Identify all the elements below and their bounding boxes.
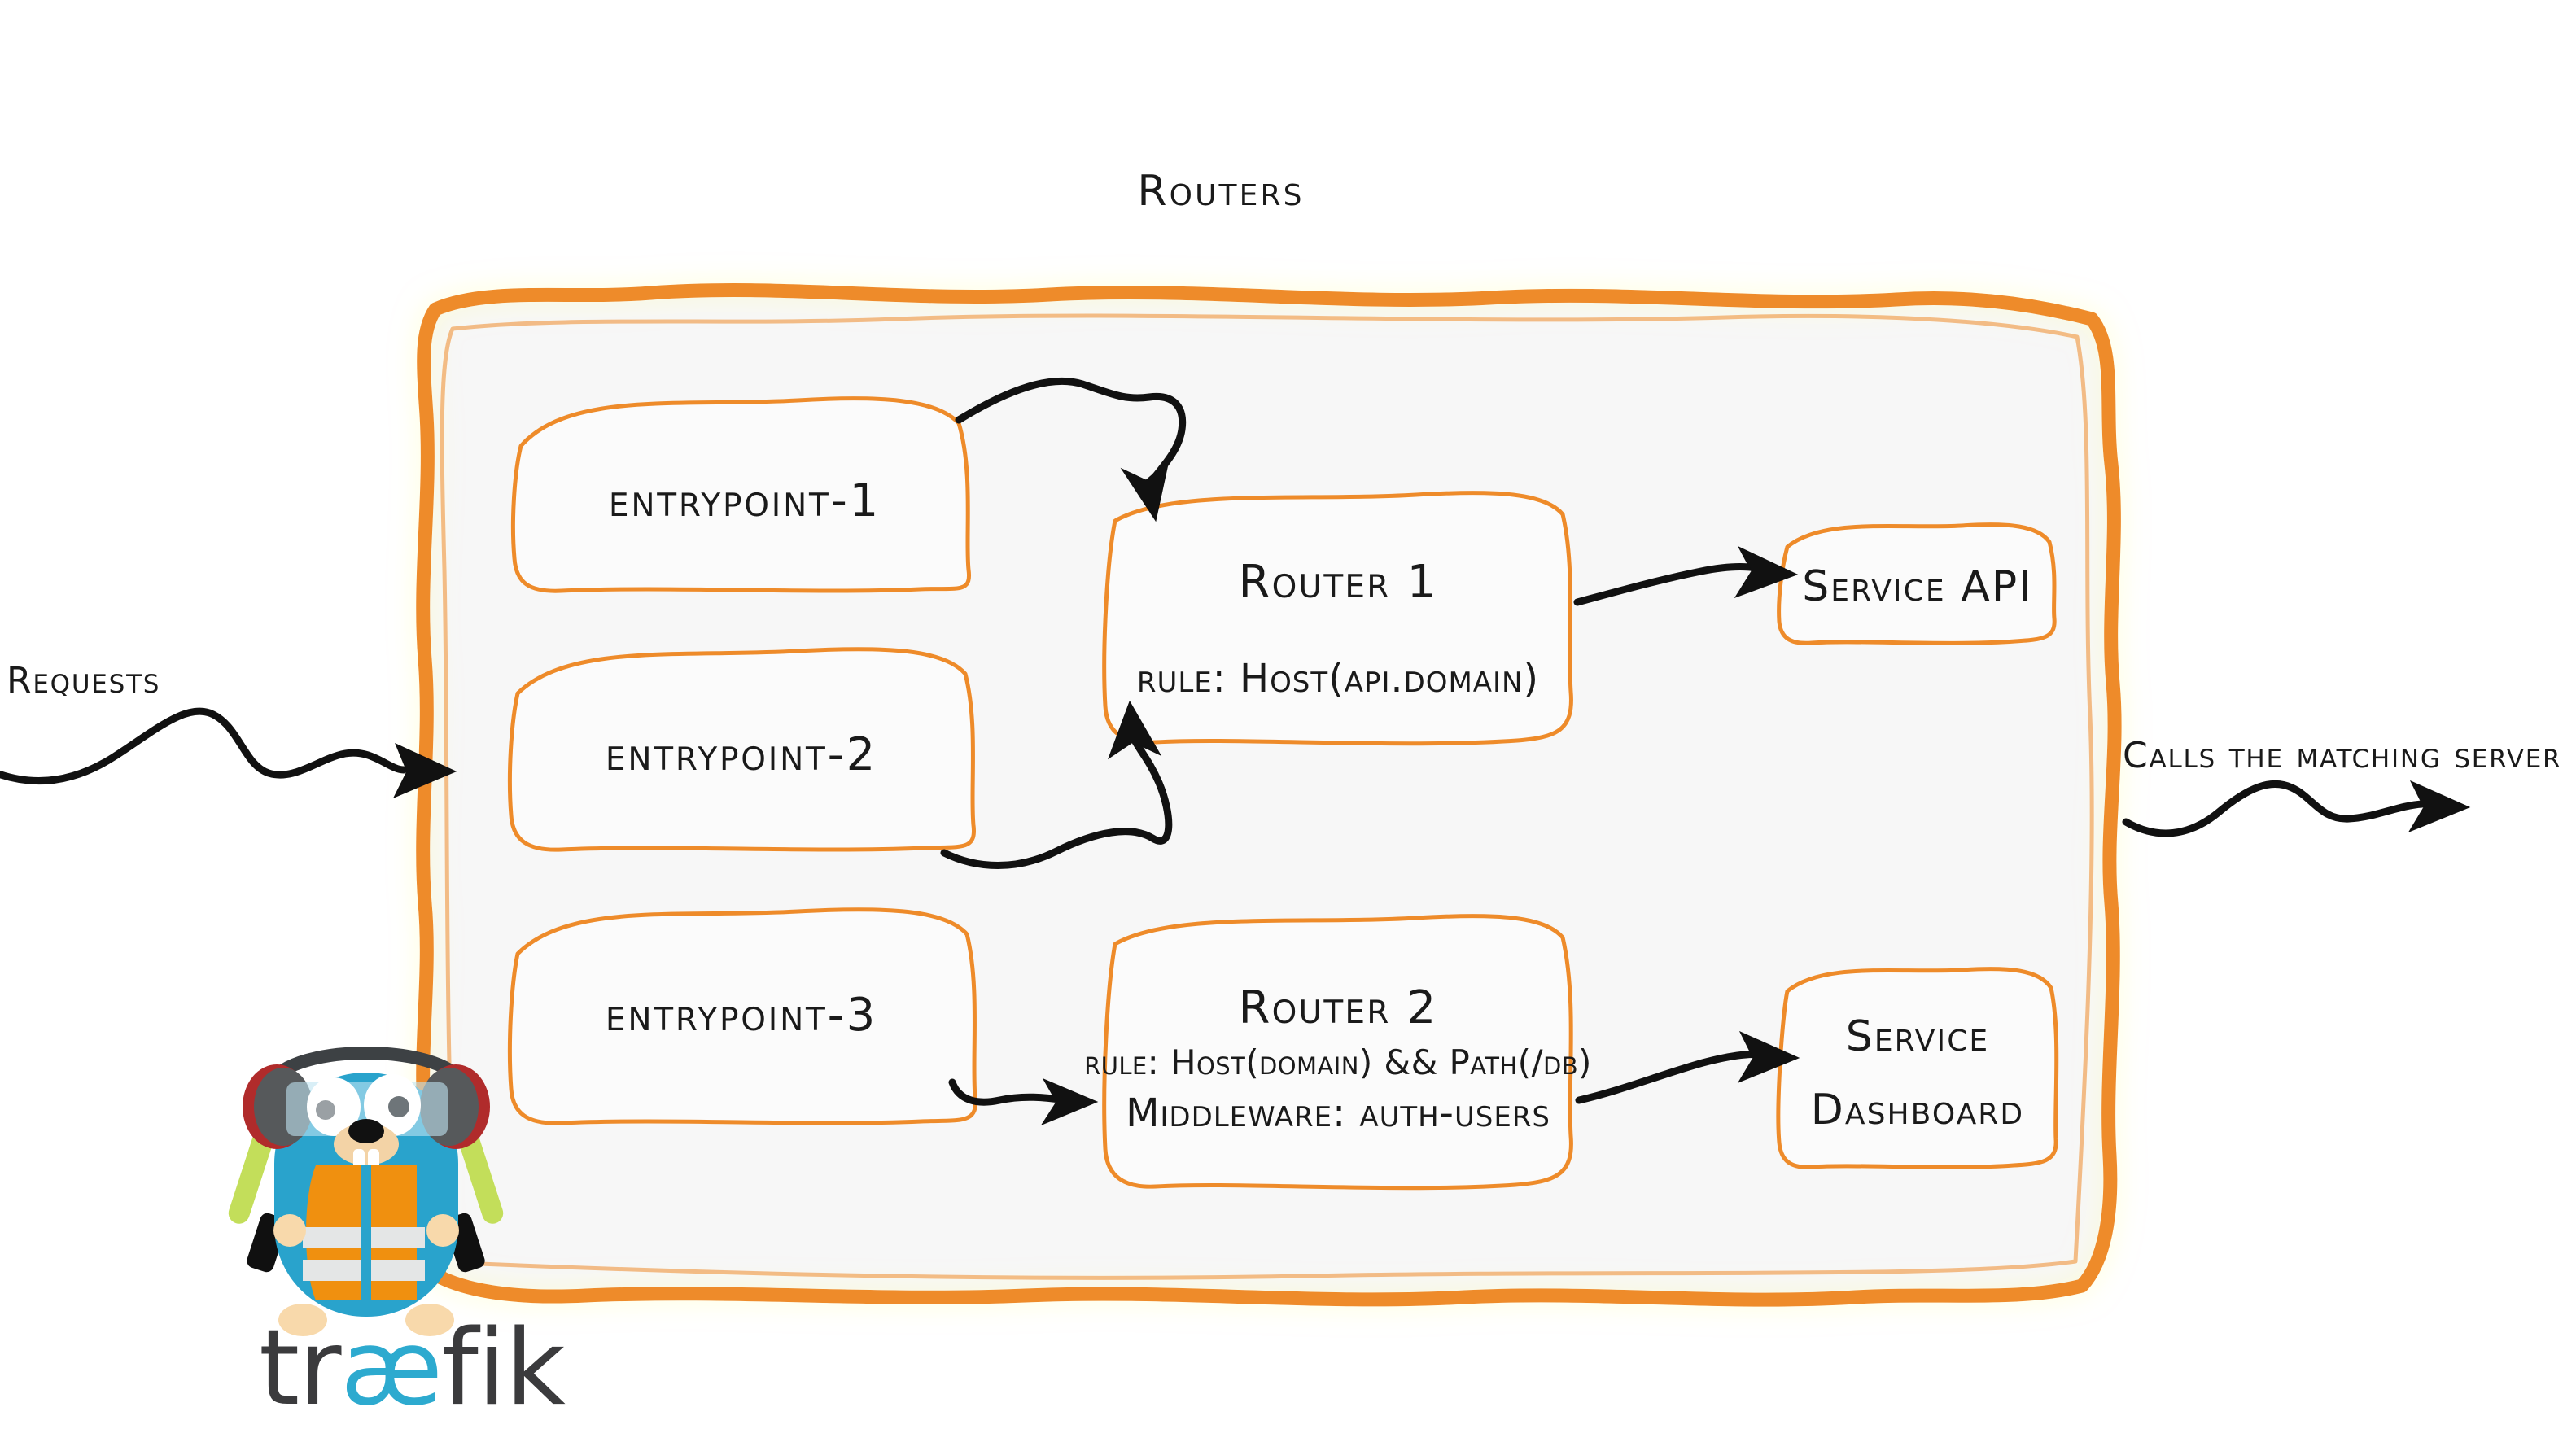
router-2-box[interactable] — [1102, 914, 1573, 1191]
entrypoint-3-box[interactable] — [507, 907, 977, 1125]
arrow-entrypoint2-to-router1 — [940, 700, 1173, 869]
entrypoint-2-box[interactable] — [507, 647, 976, 852]
entrypoint-1-box[interactable] — [510, 396, 972, 593]
service-dashboard-label-line-2: Dashboard — [1810, 1086, 2025, 1134]
traefik-wordmark-ligature: æ — [340, 1308, 443, 1429]
service-dashboard-box[interactable] — [1776, 967, 2059, 1169]
entrypoint-3-label: entrypoint-3 — [605, 988, 878, 1042]
tooth-right — [368, 1149, 379, 1170]
entrypoint-2-label: entrypoint-2 — [605, 728, 878, 781]
entrypoint-1-label: entrypoint-1 — [608, 474, 881, 527]
vest-center-seam — [361, 1165, 371, 1302]
traefik-wordmark: træfik — [259, 1317, 566, 1421]
router-1-name: Router 1 — [1238, 555, 1438, 609]
arrow-entrypoint3-to-router2 — [948, 1077, 1099, 1126]
router-2-middleware: Middleware: auth-users — [1126, 1090, 1550, 1136]
entrypoint-item-3[interactable]: entrypoint-3 — [518, 970, 965, 1060]
arrow-requests — [0, 707, 457, 798]
service-api-label: Service API — [1802, 562, 2033, 611]
entrypoint-item-1[interactable]: entrypoint-1 — [521, 456, 969, 545]
traefik-wordmark-prefix: tr — [259, 1308, 342, 1429]
arrow-entrypoint1-to-router1 — [955, 377, 1187, 522]
service-item-api[interactable]: Service API — [1779, 534, 2056, 640]
requests-label: Requests — [7, 659, 161, 701]
hand-right — [426, 1214, 459, 1247]
service-dashboard-label-line-1: Service — [1845, 1012, 1990, 1061]
arrow-calls-matching-server — [2122, 780, 2471, 837]
hand-left — [273, 1214, 306, 1247]
page-title: Routers — [1074, 163, 1367, 220]
foot-right-icon — [405, 1304, 454, 1336]
traefik-wordmark-suffix: fik — [441, 1308, 566, 1429]
router-item-2[interactable]: Router 2 rule: Host(domain) && Path(/db)… — [1084, 942, 1591, 1175]
calls-matching-server-label: Calls the matching server — [2123, 734, 2562, 776]
service-api-box[interactable] — [1777, 522, 2057, 645]
router-1-box[interactable] — [1102, 491, 1573, 746]
router-2-name: Router 2 — [1238, 981, 1438, 1034]
entrypoint-item-2[interactable]: entrypoint-2 — [518, 710, 965, 799]
service-item-dashboard[interactable]: Service Dashboard — [1779, 983, 2056, 1164]
requests-annotation: Requests — [7, 656, 251, 705]
arrow-router1-to-service-api — [1573, 545, 1799, 606]
router-boxes — [1102, 491, 1573, 1191]
router-item-1[interactable]: Router 1 rule: Host(api.domain) — [1105, 527, 1571, 729]
foot-left-icon — [278, 1304, 327, 1336]
page-title-label: Routers — [1137, 167, 1305, 216]
router-1-rule: rule: Host(api.domain) — [1136, 655, 1540, 701]
arrow-router2-to-service-dashboard — [1575, 1030, 1800, 1104]
service-boxes — [1776, 522, 2059, 1169]
entrypoint-boxes — [507, 396, 977, 1125]
calls-matching-server-annotation: Calls the matching server — [2123, 731, 2576, 780]
tooth-left — [353, 1149, 365, 1170]
nose-icon — [348, 1119, 384, 1143]
flow-arrows — [0, 377, 2471, 1126]
traefik-gopher-mascot — [228, 1047, 504, 1336]
router-2-rule: rule: Host(domain) && Path(/db) — [1084, 1042, 1592, 1082]
